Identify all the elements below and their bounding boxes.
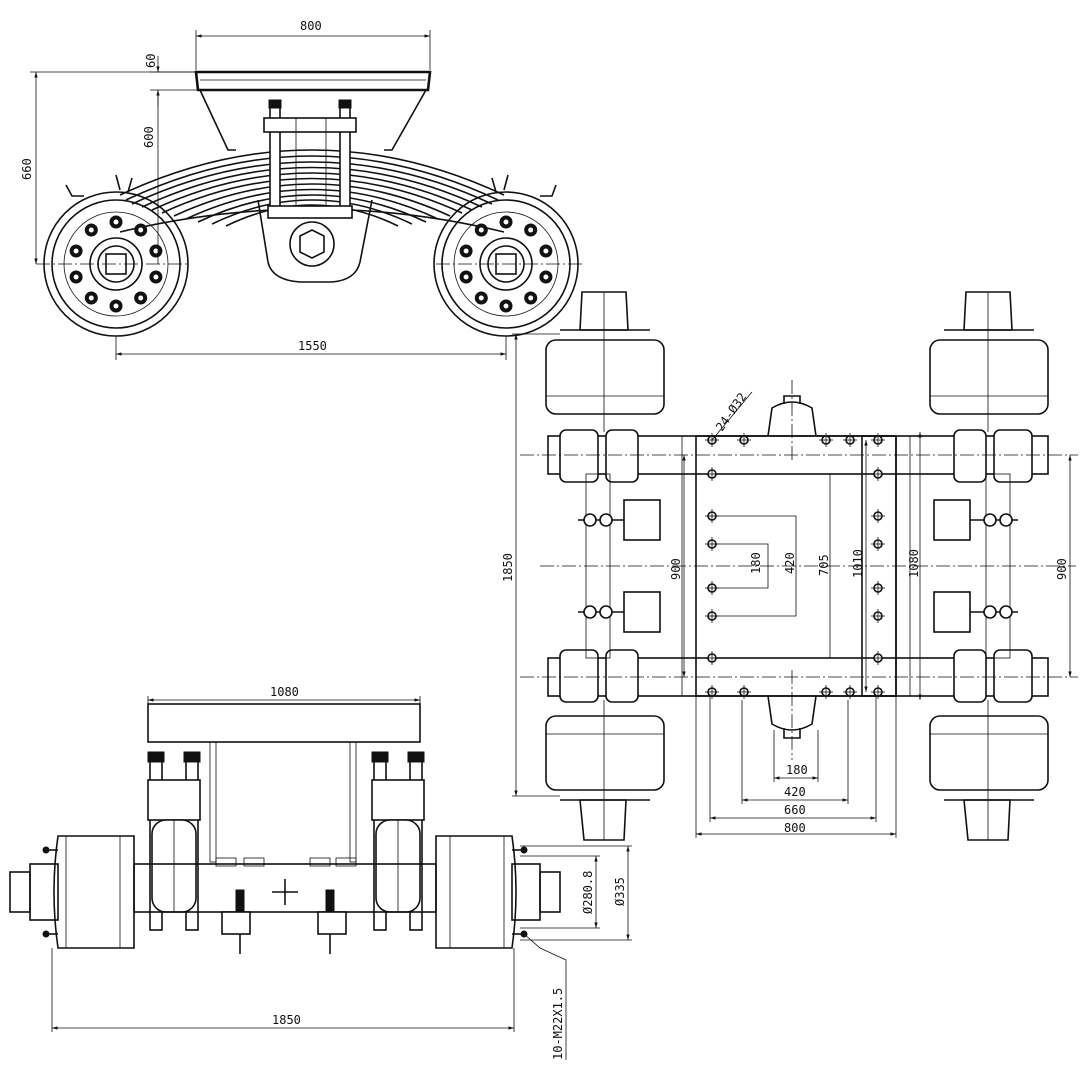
dim-axle-spacing: 1550 [298,339,327,353]
dim-top-thickness: 60 [144,54,158,68]
dim-hanger-height: 600 [142,126,156,148]
hub-stud-center [463,248,469,254]
dim-v-705: 705 [817,554,831,576]
dim-v-1080: 1080 [907,549,921,578]
brake-drum-top-left [545,291,665,432]
dim-diameter-280: Ø280.8 [581,871,595,914]
dim-overall-height: 660 [20,158,34,180]
brake-drum-bottom-left [545,700,665,841]
hub-stud-center [503,303,509,309]
dim-front-top-width: 1080 [270,685,299,699]
hub-stud-center [503,219,509,225]
brake-drum-bottom-right [929,700,1049,841]
right-hub-studs [459,215,553,313]
front-drum-left [9,835,135,949]
hub-stud-center [463,274,469,280]
front-view: 1080 [9,685,632,1060]
hub-stud-center [88,227,94,233]
dim-h-660: 660 [784,803,806,817]
dim-h-800: 800 [784,821,806,835]
hub-stud-center [88,295,94,301]
dim-h-180: 180 [786,763,808,777]
hub-stud-center [478,227,484,233]
hub-stud-center [478,295,484,301]
side-view: 800 60 600 660 1550 [20,19,582,360]
dim-v-180: 180 [749,552,763,574]
callout-studs: 10-M22X1.5 [551,988,565,1060]
hub-stud-center [528,227,534,233]
hub-stud-center [543,274,549,280]
dim-v-420: 420 [783,552,797,574]
hub-stud-center [113,219,119,225]
dim-diameter-335: Ø335 [613,877,627,906]
hub-stud-center [73,248,79,254]
axle-seats [559,429,1033,703]
hub-stud-center [113,303,119,309]
dim-track-1850: 1850 [501,553,515,582]
dim-h-420: 420 [784,785,806,799]
spring-stack-left [147,751,201,931]
brake-drum-top-right [929,291,1049,432]
dim-front-track: 1850 [272,1013,301,1027]
spring-clamps [578,499,1018,633]
hub-stud-center [153,274,159,280]
spring-stack-right [371,751,425,931]
u-bolts [263,99,357,219]
dim-top-width: 800 [300,19,322,33]
front-drum-right [435,835,561,949]
hub-stud-center [138,227,144,233]
dim-inner-900: 900 [669,558,683,580]
dim-v-1010: 1010 [851,549,865,578]
hub-stud-center [528,295,534,301]
hub-stud-center [73,274,79,280]
hub-stud-center [153,248,159,254]
hub-stud-center [543,248,549,254]
leaf-spring [119,149,505,233]
dim-outer-900: 900 [1055,558,1069,580]
hub-stud-center [138,295,144,301]
plan-view: 24-Ø32 180 420 705 1010 1080 900 900 185… [501,291,1078,841]
left-hub-studs [69,215,163,313]
callout-holes: 24-Ø32 [713,390,749,434]
